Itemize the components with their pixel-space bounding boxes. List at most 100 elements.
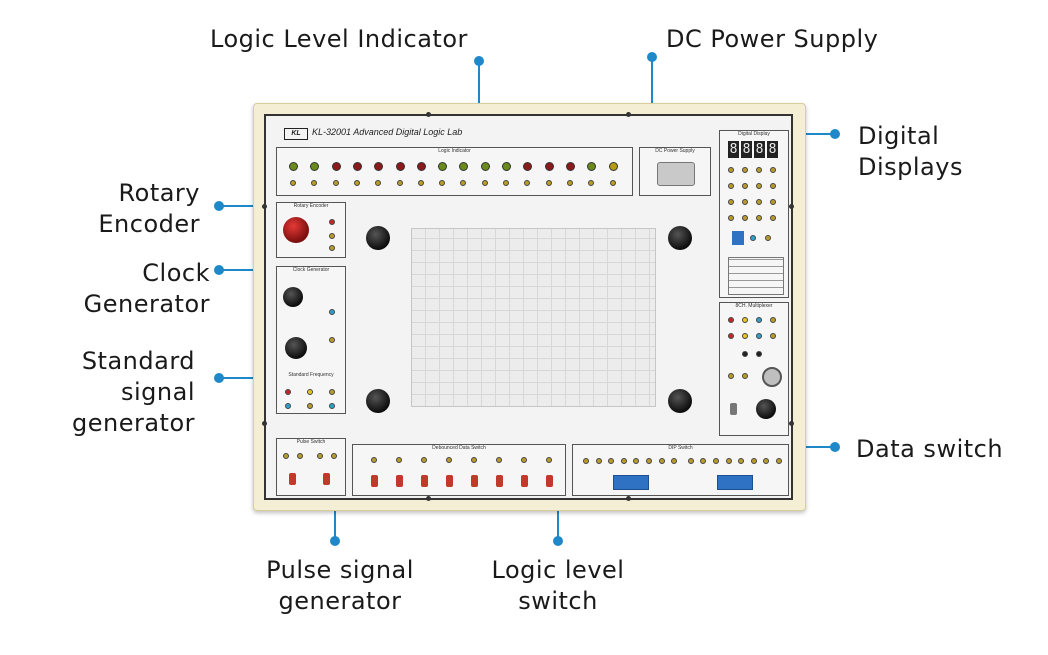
data-switch-jack[interactable]	[421, 457, 427, 463]
data-switch-jack[interactable]	[446, 457, 452, 463]
dip-output-jack[interactable]	[583, 458, 589, 464]
multiplexer-title: 8CH. Multiplexer	[735, 303, 773, 309]
dip-output-jack[interactable]	[700, 458, 707, 464]
mux-knob[interactable]	[756, 399, 776, 419]
led-input-jack[interactable]	[481, 180, 488, 186]
debounced-data-switch-section: Debounced Data Switch	[352, 444, 566, 496]
seven-segment-digit: 8	[754, 141, 765, 158]
dip-output-jack[interactable]	[738, 458, 745, 464]
led-input-jack[interactable]	[566, 180, 573, 186]
duty-knob[interactable]	[285, 337, 307, 359]
digital-display-section: Digital Display 8 8 8 8	[719, 130, 789, 298]
data-switch-toggle[interactable]	[471, 475, 478, 487]
data-switch-toggle[interactable]	[421, 475, 428, 487]
callout-data-switch: Data switch	[856, 435, 1004, 463]
led-input-jack[interactable]	[503, 180, 509, 186]
frequency-knob[interactable]	[283, 287, 303, 307]
logic-led	[416, 162, 426, 171]
dip-output-jack[interactable]	[595, 458, 602, 464]
bnc-connector[interactable]	[762, 367, 782, 387]
rotary-encoder-section: Rotary Encoder	[276, 202, 346, 258]
dip-output-jack[interactable]	[687, 458, 694, 464]
led-input-jack[interactable]	[439, 180, 446, 186]
led-input-jack[interactable]	[375, 180, 382, 186]
dc-power-supply-section: DC Power Supply	[639, 147, 711, 196]
data-switch-toggle[interactable]	[446, 475, 453, 487]
digital-display-title: Digital Display	[738, 131, 770, 137]
dip-output-jack[interactable]	[713, 458, 719, 464]
dip-output-jack[interactable]	[646, 458, 652, 464]
callout-clock-generator: Clock Generator	[83, 259, 210, 318]
logic-led	[331, 162, 341, 171]
pulse-switch-title: Pulse Switch	[296, 439, 326, 445]
data-switch-toggle[interactable]	[521, 475, 528, 487]
mux-toggle[interactable]	[730, 403, 737, 415]
dip-switch-title: DIP Switch	[668, 445, 693, 451]
pulse-a-switch[interactable]	[323, 473, 330, 485]
data-switch-jack[interactable]	[471, 457, 477, 463]
data-switch-jack[interactable]	[371, 457, 377, 463]
rotary-encoder-knob[interactable]	[283, 217, 309, 243]
logic-indicator-section: Logic Indicator	[276, 147, 633, 196]
led-input-jack[interactable]	[290, 180, 296, 186]
logic-led	[480, 162, 490, 171]
logic-led	[289, 162, 298, 171]
led-input-jack[interactable]	[524, 180, 531, 186]
dip-output-jack[interactable]	[763, 458, 770, 464]
dip-output-jack[interactable]	[750, 458, 757, 464]
logic-led	[502, 162, 511, 171]
data-switch-jack[interactable]	[546, 457, 552, 463]
dip-output-jack[interactable]	[620, 458, 627, 464]
seven-segment-digit: 8	[767, 141, 778, 158]
dip-output-jack[interactable]	[608, 458, 615, 464]
clock-generator-section: Clock Generator Standard Frequency	[276, 266, 346, 414]
callout-dc-power-supply: DC Power Supply	[666, 25, 879, 53]
data-switch-jack[interactable]	[496, 457, 502, 463]
callout-logic-level-indicator: Logic Level Indicator	[210, 25, 468, 53]
logic-led	[587, 162, 597, 171]
dip-output-jack[interactable]	[658, 458, 665, 464]
clock-generator-title: Clock Generator	[292, 267, 330, 273]
led-input-jack[interactable]	[460, 180, 467, 186]
data-switch-toggle[interactable]	[371, 475, 378, 487]
led-input-jack[interactable]	[311, 180, 318, 186]
dip-switch-bank-1[interactable]	[613, 475, 649, 490]
led-input-jack[interactable]	[545, 180, 552, 186]
led-input-jack[interactable]	[609, 180, 616, 186]
dip-output-jack[interactable]	[776, 458, 782, 464]
logic-led	[544, 162, 554, 171]
dip-output-jack[interactable]	[633, 458, 640, 464]
dip-switch-bank-2[interactable]	[717, 475, 753, 490]
led-input-jack[interactable]	[353, 180, 360, 186]
display-dip-switch[interactable]	[732, 231, 744, 245]
standard-frequency-title: Standard Frequency	[288, 372, 334, 378]
data-switch-jack[interactable]	[521, 457, 527, 463]
data-switch-toggle[interactable]	[496, 475, 503, 487]
display-truth-table	[728, 257, 784, 295]
dip-output-jack[interactable]	[725, 458, 732, 464]
data-switch-toggle[interactable]	[396, 475, 403, 487]
breadboard-area	[411, 228, 656, 407]
logic-led	[523, 162, 533, 171]
seven-segment-digit: 8	[741, 141, 752, 158]
logic-led	[310, 162, 320, 171]
dip-output-jack[interactable]	[671, 458, 678, 464]
logic-led	[565, 162, 575, 171]
data-switch-toggle[interactable]	[546, 475, 553, 487]
led-input-jack[interactable]	[332, 180, 339, 186]
callout-pulse-signal-generator: Pulse signal generator	[266, 556, 414, 615]
pulse-b-switch[interactable]	[289, 473, 296, 485]
mounting-knob	[668, 389, 692, 413]
logic-led	[438, 162, 448, 171]
mounting-knob	[366, 226, 390, 250]
dc-power-supply-title: DC Power Supply	[655, 148, 695, 154]
led-input-jack[interactable]	[396, 180, 403, 186]
logic-indicator-title: Logic Indicator	[438, 148, 471, 154]
power-connector[interactable]	[657, 162, 695, 186]
led-input-jack[interactable]	[588, 180, 595, 186]
callout-digital-displays: Digital Displays	[858, 122, 963, 181]
mounting-knob	[366, 389, 390, 413]
dip-switch-section: DIP Switch	[572, 444, 789, 496]
data-switch-jack[interactable]	[396, 457, 402, 463]
led-input-jack[interactable]	[417, 180, 424, 186]
